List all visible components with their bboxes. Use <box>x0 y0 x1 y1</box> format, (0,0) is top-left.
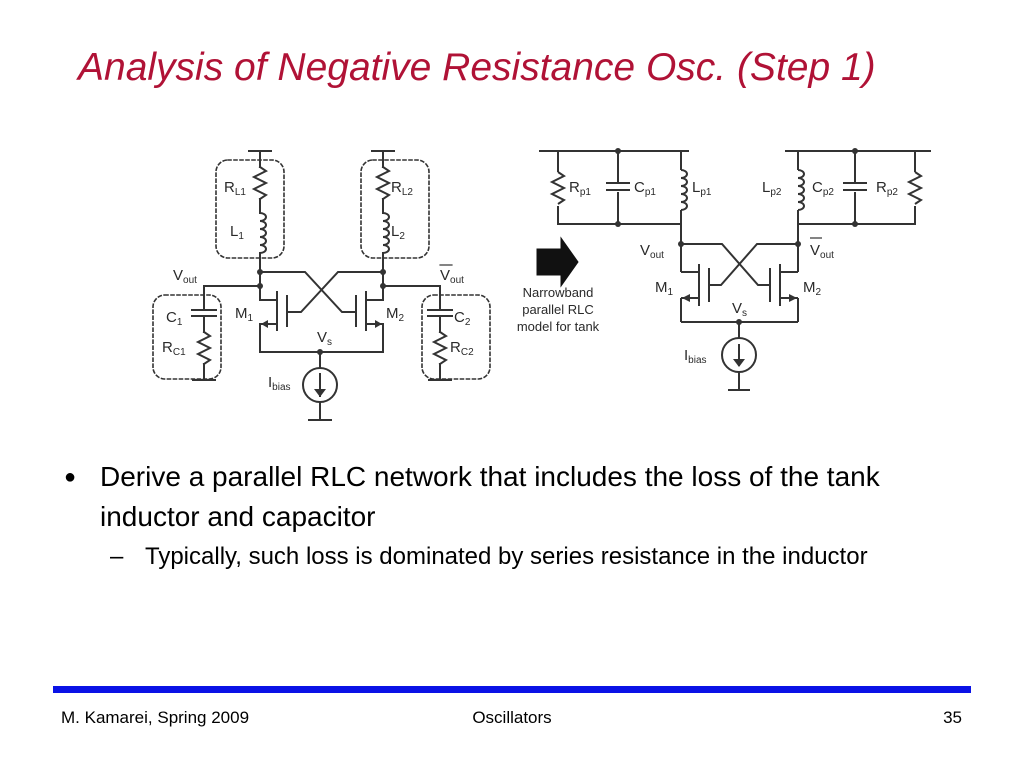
left-circuit <box>152 150 491 421</box>
tank-box-rl1 <box>215 159 285 259</box>
label-vout-right: Vout <box>640 242 664 261</box>
arrow-caption-line: model for tank <box>517 319 600 334</box>
inductor-lp2 <box>797 169 805 211</box>
label-rc2: RC2 <box>450 339 474 358</box>
label-l1: L1 <box>230 223 244 242</box>
label-l2: L2 <box>391 223 405 242</box>
resistor-rl1 <box>251 165 269 201</box>
label-rp1: Rp1 <box>569 179 591 198</box>
footer-author: M. Kamarei, Spring 2009 <box>61 708 250 727</box>
bullet-marker: ● <box>64 466 77 488</box>
bullet-item: ● Derive a parallel RLC network that inc… <box>60 457 960 537</box>
arrow-caption-line: Narrowband <box>523 285 594 300</box>
label-c2: C2 <box>454 309 471 328</box>
label-m1: M1 <box>235 305 254 324</box>
resistor-rp2 <box>906 171 924 205</box>
sub-bullet-marker: – <box>110 543 124 570</box>
resistor-rc1 <box>195 330 213 366</box>
label-ibias: Ibias <box>268 374 291 393</box>
tank-box-rl2 <box>360 159 430 259</box>
label-lp2: Lp2 <box>762 179 782 198</box>
resistor-rc2 <box>431 330 449 366</box>
label-vout: Vout <box>173 267 197 286</box>
sub-bullet-text: Typically, such loss is dominated by ser… <box>145 543 868 570</box>
label-vout-bar-right: Vout <box>810 242 834 261</box>
inductor-l2 <box>381 211 390 255</box>
label-m2: M2 <box>386 305 405 324</box>
sub-bullet-item: – Typically, such loss is dominated by s… <box>110 540 960 574</box>
label-c1: C1 <box>166 309 183 328</box>
transform-arrow <box>536 236 579 288</box>
label-m1-right: M1 <box>655 279 674 298</box>
bullet-list: ● Derive a parallel RLC network that inc… <box>60 457 960 574</box>
label-rl2: RL2 <box>391 179 413 198</box>
label-cp1: Cp1 <box>634 179 656 198</box>
bullet-text: Derive a parallel RLC network that inclu… <box>100 461 880 532</box>
inductor-l1 <box>258 211 267 255</box>
arrow-caption: Narrowband parallel RLC model for tank <box>517 285 600 334</box>
footer-page-number: 35 <box>943 708 962 727</box>
resistor-rl2 <box>374 165 392 201</box>
footer-rule <box>53 686 971 693</box>
label-vs-right: Vs <box>732 300 747 319</box>
label-ibias-right: Ibias <box>684 347 707 366</box>
label-vs: Vs <box>317 329 332 348</box>
label-vout-bar: Vout <box>440 267 464 286</box>
tank-box-c2 <box>421 294 491 380</box>
inductor-lp1 <box>680 169 688 211</box>
right-circuit <box>539 150 931 225</box>
label-rl1: RL1 <box>224 179 246 198</box>
circuit-diagram: RL1 L1 RL2 L2 Vout Vout C1 RC1 C2 RC2 M1… <box>152 148 931 421</box>
label-cp2: Cp2 <box>812 179 834 198</box>
label-rp2: Rp2 <box>876 179 898 198</box>
label-m2-right: M2 <box>803 279 822 298</box>
footer-topic: Oscillators <box>472 708 552 727</box>
label-rc1: RC1 <box>162 339 186 358</box>
slide-title: Analysis of Negative Resistance Osc. (St… <box>78 46 876 89</box>
tank-box-c1 <box>152 294 222 380</box>
label-lp1: Lp1 <box>692 179 712 198</box>
arrow-caption-line: parallel RLC <box>522 302 594 317</box>
resistor-rp1 <box>549 171 567 205</box>
